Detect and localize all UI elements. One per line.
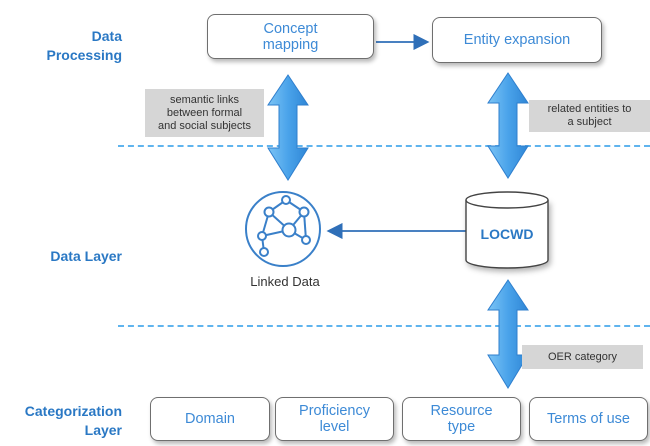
note-related-entities: related entities to a subject — [529, 100, 650, 132]
double-arrow-entity-locwd — [487, 72, 529, 179]
concept-mapping-box: Concept mapping — [207, 14, 374, 59]
category-domain-box: Domain — [150, 397, 270, 441]
linked-data-network-icon — [245, 191, 321, 267]
layer-label-line: Data — [91, 28, 122, 44]
entity-expansion-box: Entity expansion — [432, 17, 602, 63]
note-line: and social subjects — [158, 119, 251, 132]
note-semantic-links: semantic links between formal and social… — [145, 89, 264, 137]
double-arrow-concept-linked-data — [267, 74, 309, 181]
layer-separator-top — [118, 145, 650, 147]
linked-data-label: Linked Data — [250, 274, 320, 289]
layer-label-line: Processing — [46, 47, 122, 63]
layer-label-data-processing: Data Processing — [47, 27, 122, 65]
category-terms-of-use-box: Terms of use — [529, 397, 648, 441]
note-line: between formal — [166, 106, 243, 119]
locwd-label: LOCWD — [480, 226, 534, 242]
category-label-line: level — [319, 419, 350, 435]
layer-label-line: Layer — [84, 422, 122, 438]
note-line: a subject — [567, 116, 612, 128]
category-label: Terms of use — [547, 411, 630, 427]
layer-label-data-layer: Data Layer — [50, 247, 122, 266]
layer-label-line: Data Layer — [50, 248, 122, 264]
note-line: OER category — [547, 350, 618, 363]
category-proficiency-box: Proficiency level — [275, 397, 394, 441]
category-resource-type-box: Resource type — [402, 397, 521, 441]
note-oer-category: OER category — [522, 345, 643, 369]
layer-label-categorization: Categorization Layer — [25, 402, 122, 440]
category-label-line: type — [447, 419, 476, 435]
note-line: related entities to — [547, 103, 632, 115]
box-label: Entity expansion — [463, 32, 571, 48]
double-arrow-locwd-categorization — [487, 279, 529, 389]
category-label-line: Resource — [430, 403, 493, 419]
box-label-line: Concept — [263, 20, 318, 37]
layer-label-line: Categorization — [24, 403, 122, 419]
category-label-line: Proficiency — [299, 403, 370, 419]
layer-separator-bottom — [118, 325, 650, 327]
box-label-line: mapping — [262, 36, 319, 53]
note-line: semantic links — [169, 93, 240, 106]
category-label: Domain — [185, 411, 235, 427]
database-icon — [465, 191, 549, 269]
